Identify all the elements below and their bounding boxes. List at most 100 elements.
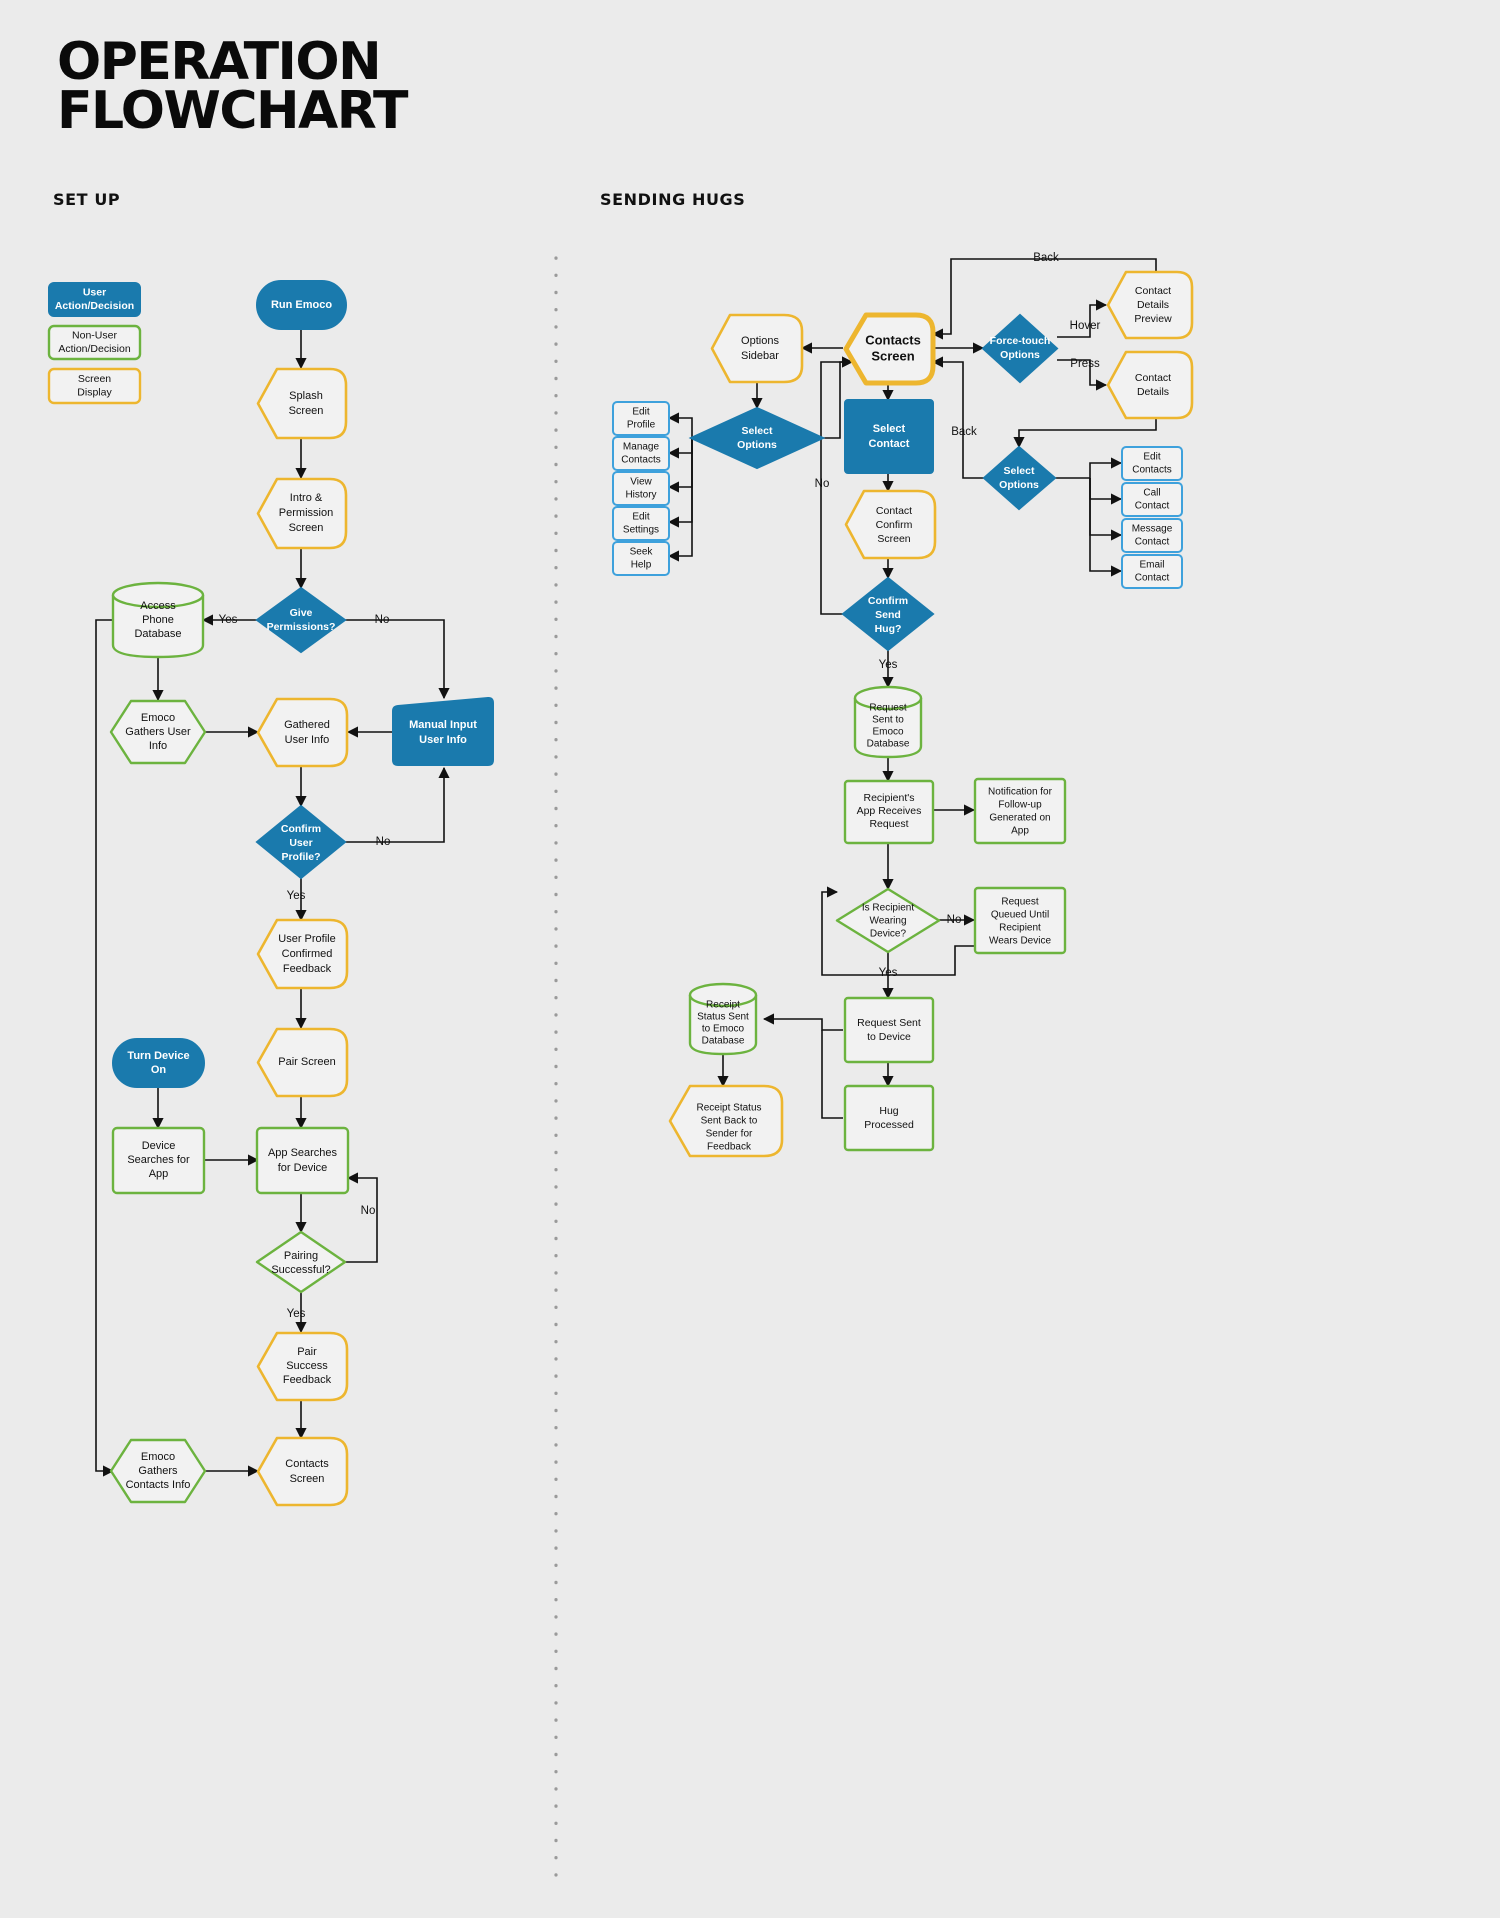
- node-force-touch-options[interactable]: Force-touch Options: [981, 313, 1059, 384]
- node-label-devicesearch-line3: App: [149, 1168, 169, 1180]
- node-request-sent-emoco-database[interactable]: Request Sent to Emoco Database: [853, 685, 923, 759]
- node-contact-details-preview[interactable]: Contact Details Preview: [1106, 270, 1194, 340]
- node-request-sent-to-device[interactable]: Request Sent to Device: [843, 996, 935, 1064]
- node-select-contact[interactable]: Select Contact: [844, 399, 934, 474]
- option-box-email-contact[interactable]: Email Contact: [1121, 554, 1183, 589]
- legend-label-screen-line2: Display: [77, 386, 112, 398]
- node-label-pairingok-line2: Successful?: [271, 1264, 330, 1276]
- legend-label-nonuser-line2: Action/Decision: [58, 343, 131, 355]
- node-pair-screen[interactable]: Pair Screen: [256, 1027, 349, 1098]
- node-pair-success-feedback[interactable]: Pair Success Feedback: [256, 1331, 349, 1402]
- node-label-iswearing-line3: Device?: [870, 929, 907, 940]
- node-label-contactdetails-line1: Contact: [1135, 372, 1171, 384]
- node-gathered-user-info[interactable]: Gathered User Info: [256, 697, 349, 768]
- node-label-receiptback-line4: Feedback: [707, 1142, 752, 1153]
- node-label-emoco-gathers-line1: Emoco: [141, 712, 175, 724]
- node-recipients-app-receives-request[interactable]: Recipient's App Receives Request: [843, 779, 935, 845]
- node-label-emococontacts-line3: Contacts Info: [126, 1479, 191, 1491]
- option-box-call-contact[interactable]: Call Contact: [1121, 482, 1183, 517]
- node-options-sidebar[interactable]: Options Sidebar: [710, 313, 804, 384]
- node-label-devicesearch-line2: Searches for: [127, 1154, 190, 1166]
- node-app-searches-for-device[interactable]: App Searches for Device: [255, 1126, 350, 1195]
- node-give-permissions[interactable]: Give Permissions?: [255, 586, 347, 654]
- node-label-give-line1: Give: [290, 607, 313, 619]
- node-label-notification-line3: Generated on: [989, 813, 1050, 824]
- node-notification-followup[interactable]: Notification for Follow-up Generated on …: [973, 777, 1067, 845]
- node-label-manual-line1: Manual Input: [409, 719, 477, 731]
- edge-label-hover: Hover: [1070, 320, 1101, 332]
- node-label-receiptback-line2: Sent Back to: [701, 1116, 758, 1127]
- node-splash-screen[interactable]: Splash Screen: [256, 367, 348, 440]
- node-label-pairfb-line1: Pair: [297, 1346, 317, 1358]
- setup-edges: [95, 330, 450, 1477]
- option-label-manage-contacts-line2: Contacts: [621, 455, 660, 466]
- node-label-accessdb-line3: Database: [134, 628, 181, 640]
- option-box-edit-settings[interactable]: Edit Settings: [612, 506, 670, 541]
- node-label-selectoptions-l-line2: Options: [737, 439, 777, 451]
- setup-edge-labels: Yes No No Yes No Yes: [219, 614, 391, 1320]
- node-contact-confirm-screen[interactable]: Contact Confirm Screen: [844, 489, 937, 560]
- node-label-recipientapp-line2: App Receives: [857, 805, 922, 817]
- edge-label-no-permissions: No: [375, 614, 390, 626]
- legend-label-nonuser-line1: Non-User: [72, 329, 117, 341]
- option-label-email-contact-line1: Email: [1139, 560, 1164, 571]
- node-device-searches-for-app[interactable]: Device Searches for App: [111, 1126, 206, 1195]
- option-box-seek-help[interactable]: Seek Help: [612, 541, 670, 576]
- node-receipt-status-database[interactable]: Receipt Status Sent to Emoco Database: [688, 982, 758, 1056]
- node-hug-processed[interactable]: Hug Processed: [843, 1084, 935, 1152]
- node-label-receiptdb-line3: to Emoco: [702, 1024, 745, 1035]
- node-label-queued-line1: Request: [1001, 897, 1038, 908]
- node-select-options-left[interactable]: Select Options: [688, 406, 826, 470]
- node-label-intro-line1: Intro &: [290, 492, 323, 504]
- node-request-queued[interactable]: Request Queued Until Recipient Wears Dev…: [973, 886, 1067, 955]
- node-label-emococontacts-line1: Emoco: [141, 1451, 175, 1463]
- node-label-selectoptions-l-line1: Select: [742, 425, 773, 437]
- node-manual-input-user-info[interactable]: Manual Input User Info: [392, 696, 494, 766]
- option-box-manage-contacts[interactable]: Manage Contacts: [612, 436, 670, 471]
- option-label-manage-contacts-line1: Manage: [623, 442, 660, 453]
- node-label-selectcontact-line2: Contact: [869, 438, 910, 450]
- node-label-confirmsend-line2: Send: [875, 609, 901, 621]
- node-confirm-send-hug[interactable]: Confirm Send Hug?: [841, 576, 935, 652]
- node-emoco-gathers-user-info[interactable]: Emoco Gathers User Info: [109, 699, 207, 765]
- edge-label-yes-wearing: Yes: [879, 967, 898, 979]
- node-pairing-successful[interactable]: Pairing Successful?: [255, 1230, 347, 1294]
- node-contacts-screen-hugs[interactable]: Contacts Screen: [843, 312, 936, 386]
- option-box-message-contact[interactable]: Message Contact: [1121, 518, 1183, 553]
- edge-label-yes-confirm-send: Yes: [879, 659, 898, 671]
- node-label-notification-line2: Follow-up: [998, 800, 1042, 811]
- node-intro-permission-screen[interactable]: Intro & Permission Screen: [256, 477, 348, 550]
- node-turn-device-on[interactable]: Turn Device On: [112, 1038, 205, 1088]
- option-box-edit-profile[interactable]: Edit Profile: [612, 401, 670, 436]
- node-confirm-user-profile[interactable]: Confirm User Profile?: [255, 804, 347, 880]
- node-label-receiptdb-line2: Status Sent: [697, 1012, 749, 1023]
- node-label-emoco-gathers-line3: Info: [149, 740, 167, 752]
- option-box-view-history[interactable]: View History: [612, 471, 670, 506]
- node-user-profile-confirmed-feedback[interactable]: User Profile Confirmed Feedback: [256, 918, 349, 990]
- node-label-turndevice-line2: On: [151, 1064, 167, 1076]
- node-access-phone-database[interactable]: Access Phone Database: [111, 581, 205, 659]
- node-label-pairingok-line1: Pairing: [284, 1250, 318, 1262]
- legend-swatch-screen: [47, 367, 142, 405]
- node-label-queued-line4: Wears Device: [989, 936, 1051, 947]
- node-label-receiptback-line3: Sender for: [706, 1129, 753, 1140]
- option-label-seek-help-line1: Seek: [630, 547, 654, 558]
- node-label-receiptdb-line1: Receipt: [706, 1000, 740, 1011]
- node-label-confirmprofile-line3: Profile?: [281, 851, 320, 863]
- node-receipt-status-sent-back[interactable]: Receipt Status Sent Back to Sender for F…: [668, 1084, 784, 1158]
- node-contact-details[interactable]: Contact Details: [1106, 350, 1194, 420]
- node-label-run-emoco: Run Emoco: [271, 299, 332, 311]
- node-label-preview-line1: Contact: [1135, 285, 1171, 297]
- node-emoco-gathers-contacts-info[interactable]: Emoco Gathers Contacts Info: [109, 1438, 207, 1504]
- option-label-edit-profile-line1: Edit: [632, 407, 649, 418]
- option-label-message-contact-line1: Message: [1132, 524, 1173, 535]
- node-label-contactconfirm-line3: Screen: [877, 533, 910, 545]
- node-label-iswearing-line2: Wearing: [869, 916, 906, 927]
- node-contacts-screen-setup[interactable]: Contacts Screen: [256, 1436, 349, 1507]
- node-run-emoco[interactable]: Run Emoco: [256, 280, 347, 330]
- option-label-edit-settings-line1: Edit: [632, 512, 649, 523]
- option-box-edit-contacts[interactable]: Edit Contacts: [1121, 446, 1183, 481]
- node-is-recipient-wearing-device[interactable]: Is Recipient Wearing Device?: [835, 887, 941, 954]
- node-label-contactsscreenl-line1: Contacts: [285, 1458, 329, 1470]
- node-select-options-right[interactable]: Select Options: [982, 445, 1057, 511]
